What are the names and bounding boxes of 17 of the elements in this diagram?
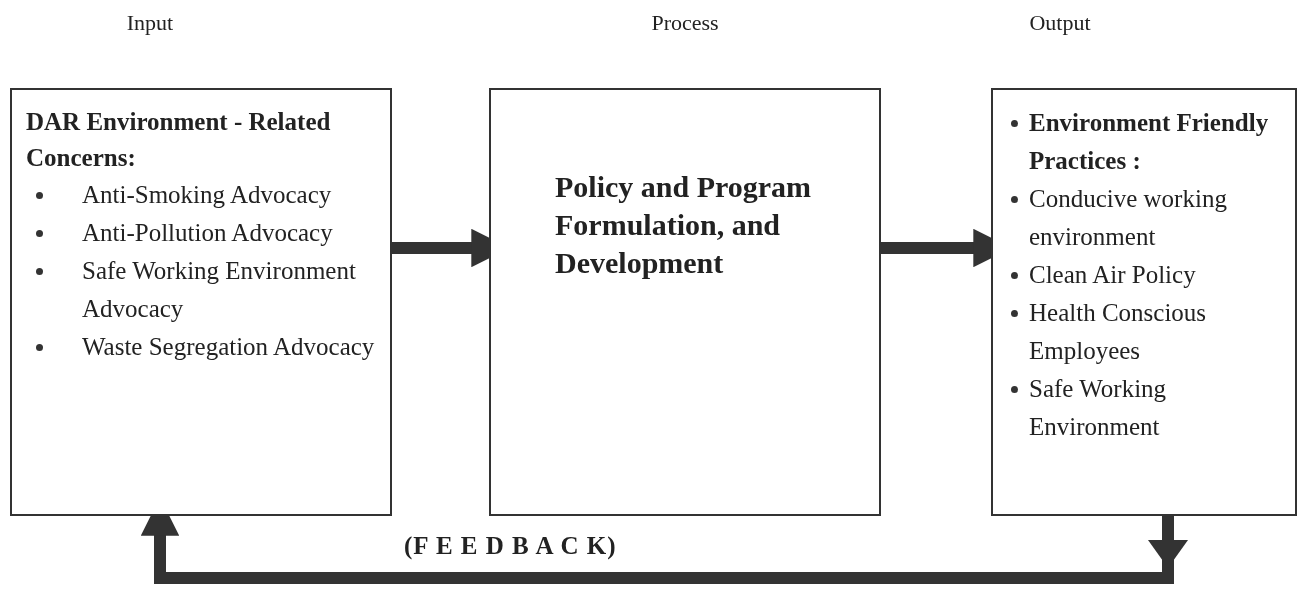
process-box [991, 88, 1297, 516]
process-box [489, 88, 881, 516]
list-item: Safe Working Environment [1029, 375, 1167, 440]
process-text: Policy and Program Formulation, and Development [555, 169, 813, 281]
list-item: Conducive working environment [1029, 185, 1227, 250]
process-box [10, 88, 392, 516]
list-item: Anti-Pollution Advocacy [82, 219, 333, 246]
column-heading: Process [651, 10, 719, 36]
list-item: Clean Air Policy [1029, 261, 1196, 288]
column-heading: Output [1029, 10, 1091, 36]
column-heading: Input [126, 10, 174, 36]
list-heading: DAR Environment - Related Concerns: [26, 107, 332, 173]
list-heading: Environment Friendly Practices : [1029, 109, 1269, 174]
list-item: Health Conscious Employees [1029, 299, 1207, 364]
list-item: Anti-Smoking Advocacy [82, 181, 332, 208]
list-item: Safe Working Environment Advocacy [82, 257, 356, 322]
list-item: Waste Segregation Advocacy [82, 333, 375, 360]
